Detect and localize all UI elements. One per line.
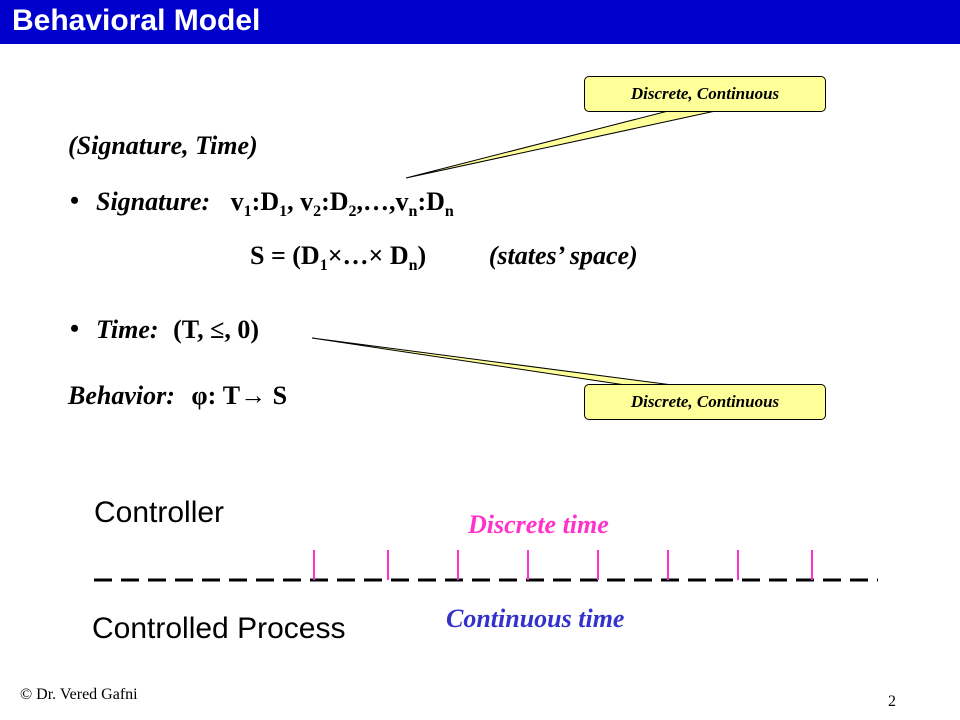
signature-line: Signature: v1:D1, v2:D2,…,vn:Dn [96, 186, 454, 220]
callout-bottom-pointer [311, 337, 681, 387]
title-bar: Behavioral Model [0, 0, 960, 44]
signature-expression: v1:D1, v2:D2,…,vn:Dn [230, 187, 454, 220]
time-label: Time: [96, 315, 159, 344]
callout-bottom: Discrete, Continuous [584, 384, 826, 420]
state-space-note: (states’ space) [488, 241, 638, 270]
state-space-expression: S = (D1×…× Dn) [250, 241, 427, 274]
signature-label: Signature: [96, 187, 211, 216]
controlled-process-label: Controlled Process [92, 612, 346, 645]
callout-top: Discrete, Continuous [584, 76, 826, 112]
bullet-dot: • [70, 314, 80, 343]
time-expression: (T, ≤, 0) [173, 315, 260, 344]
discrete-ticks [313, 550, 813, 580]
signature-time-pair: (Signature, Time) [68, 131, 258, 160]
author-credit: © Dr. Vered Gafni [20, 686, 138, 703]
state-space-line: S = (D1×…× Dn) (states’ space) [250, 240, 638, 274]
behavior-line: Behavior: φ: T→ S [68, 380, 287, 412]
page-number: 2 [888, 693, 896, 710]
discrete-time-label: Discrete time [468, 510, 609, 539]
continuous-time-label: Continuous time [446, 604, 625, 633]
behavior-expression: φ: T→ S [191, 381, 288, 410]
callout-top-text: Discrete, Continuous [630, 84, 780, 103]
bullet-dot: • [70, 186, 80, 215]
slide-title: Behavioral Model [12, 4, 261, 37]
controller-label: Controller [94, 496, 225, 529]
callout-top-pointer [405, 109, 721, 179]
behavior-label: Behavior: [68, 381, 175, 410]
time-line: Time: (T, ≤, 0) [96, 314, 259, 346]
callout-bottom-text: Discrete, Continuous [630, 392, 780, 411]
